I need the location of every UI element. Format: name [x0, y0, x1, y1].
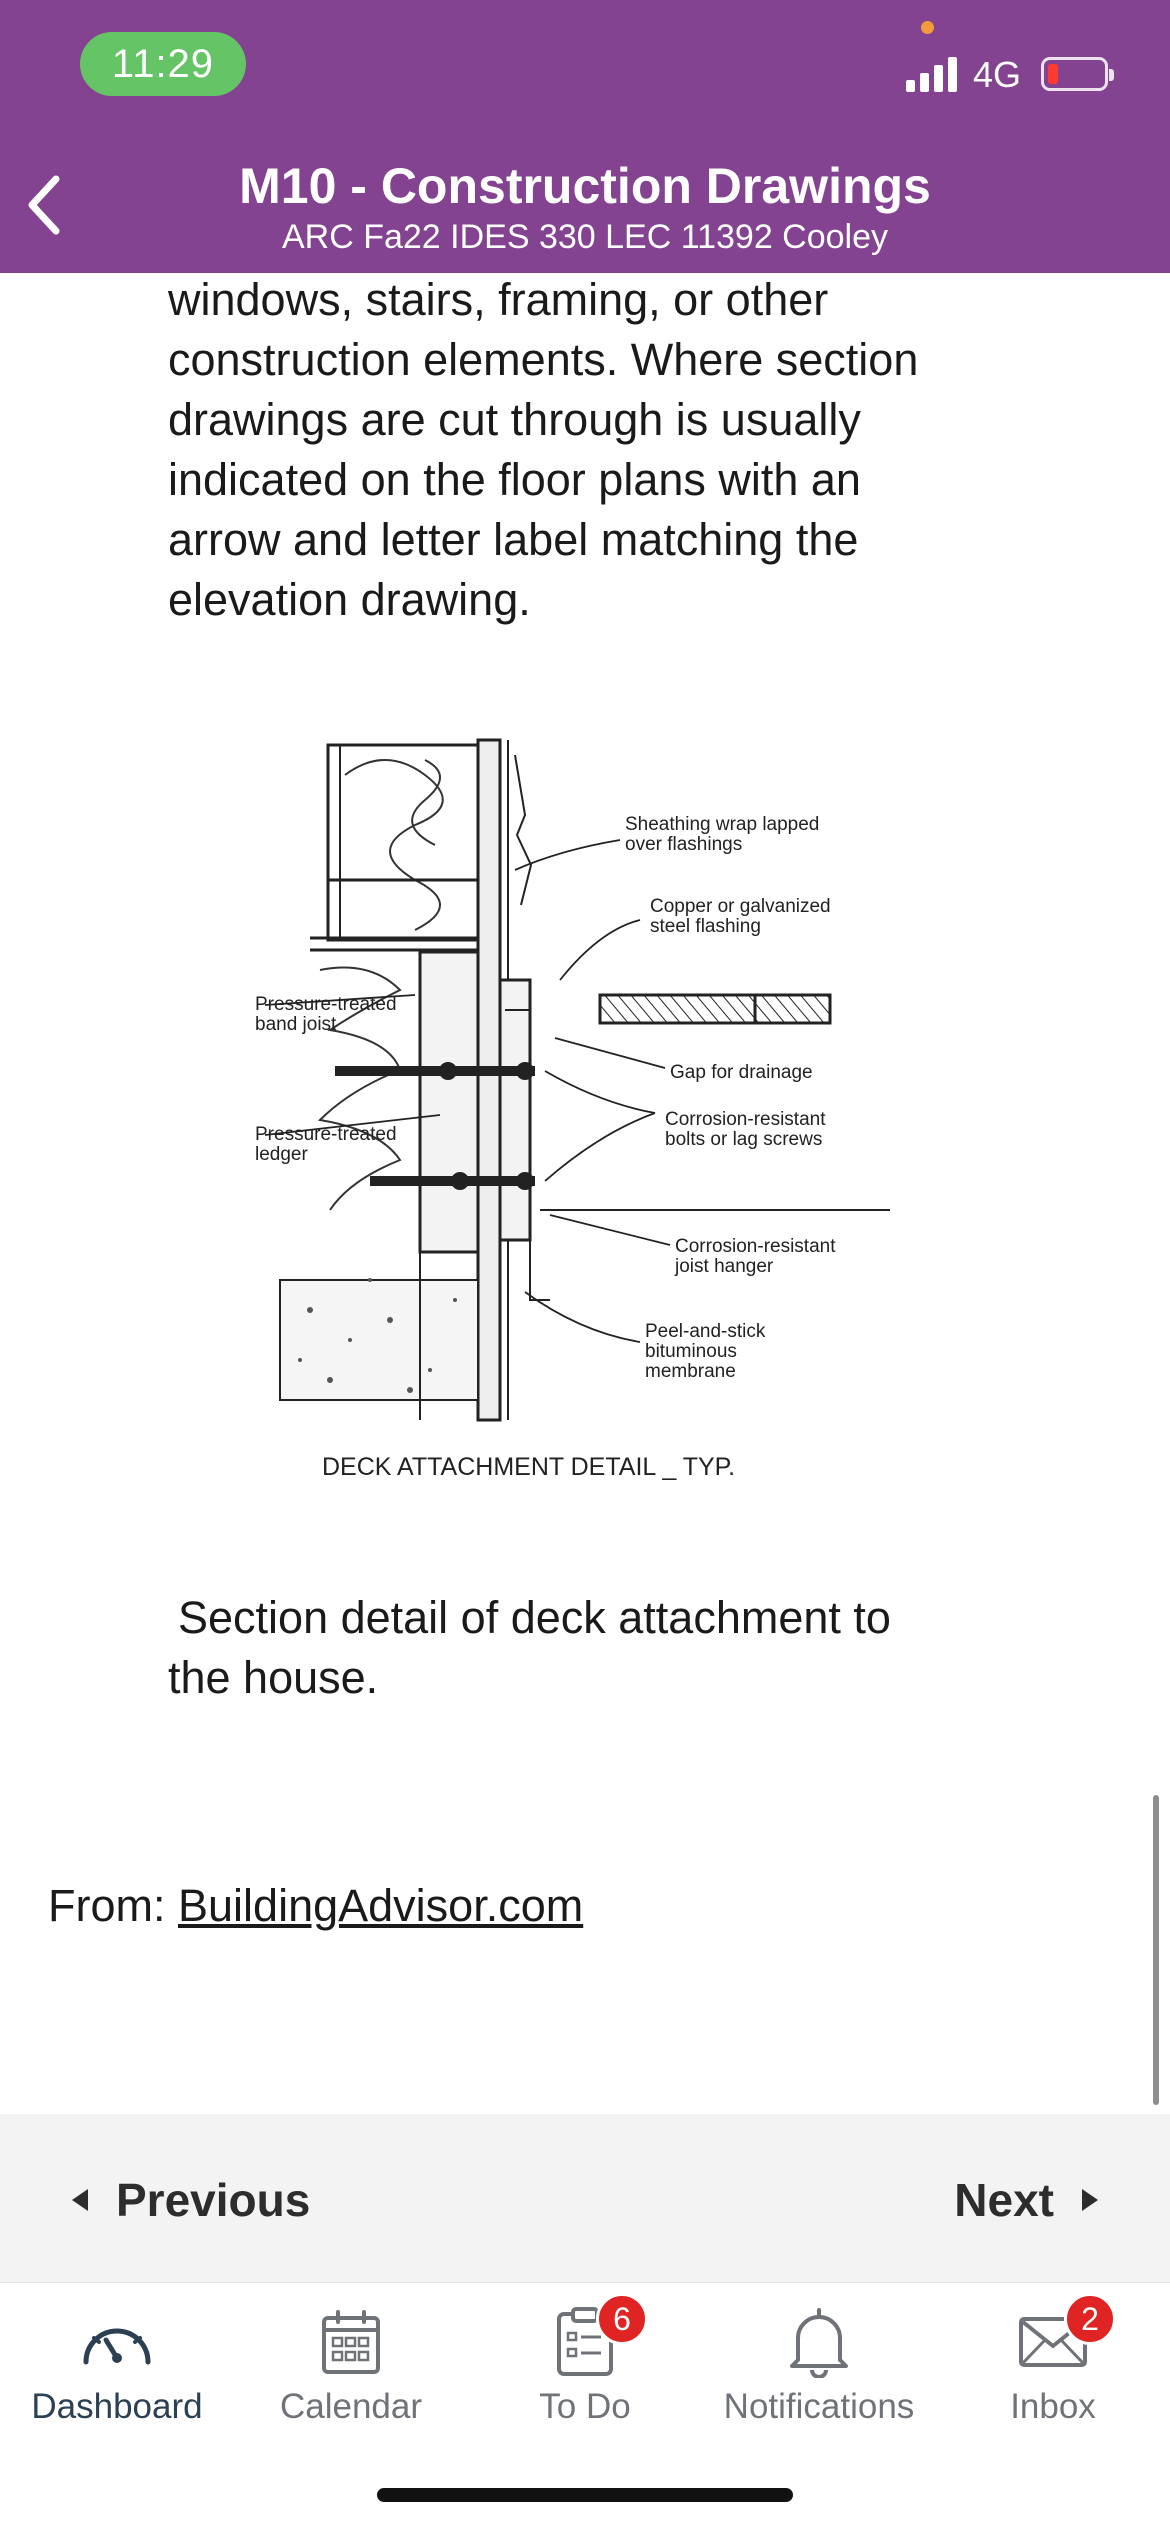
source-prefix: From:	[48, 1880, 166, 1931]
label-membrane: bituminous	[645, 1341, 737, 1362]
cellular-signal-icon	[906, 56, 958, 92]
app-header: 11:29 4G M10 - Construction Drawings ARC…	[0, 0, 1170, 273]
tab-label: Dashboard	[31, 2387, 203, 2426]
envelope-icon: 2	[1016, 2293, 1116, 2379]
dashboard-gauge-icon	[80, 2305, 154, 2379]
text-line: elevation drawing.	[168, 574, 531, 625]
text-line: drawings are cut through is usually	[168, 394, 861, 445]
text-line: Section detail of deck attachment to	[178, 1592, 891, 1643]
battery-icon	[1041, 57, 1114, 91]
caret-right-icon	[1082, 2189, 1098, 2211]
todo-count-badge: 6	[596, 2293, 648, 2345]
tab-label: To Do	[539, 2387, 631, 2426]
label-flashing: Copper or galvanized	[650, 896, 831, 917]
caret-left-icon	[72, 2189, 88, 2211]
label-sheathing: Sheathing wrap lapped	[625, 814, 819, 835]
tab-notifications[interactable]: Notifications	[702, 2283, 936, 2443]
figure-title: DECK ATTACHMENT DETAIL _ TYP.	[322, 1453, 735, 1481]
label-bolts: Corrosion-resistant	[665, 1109, 826, 1130]
previous-label: Previous	[116, 2174, 311, 2226]
tab-inbox[interactable]: 2 Inbox	[936, 2283, 1170, 2443]
label-band-joist: band joist	[255, 1014, 337, 1035]
previous-button[interactable]: Previous	[72, 2170, 310, 2230]
figure-caption: Section detail of deck attachment to the…	[168, 1588, 1028, 1708]
source-link[interactable]: BuildingAdvisor.com	[178, 1880, 584, 1931]
text-line: arrow and letter label matching the	[168, 514, 859, 565]
deck-detail-drawing: Sheathing wrap lapped over flashings Cop…	[255, 738, 890, 1481]
next-button[interactable]: Next	[954, 2170, 1098, 2230]
text-line: construction elements. Where section	[168, 334, 919, 385]
label-membrane: membrane	[645, 1361, 736, 1382]
calendar-icon	[314, 2305, 388, 2379]
text-line: windows, stairs, framing, or other	[168, 274, 829, 325]
page-title: M10 - Construction Drawings	[239, 158, 931, 214]
label-gap: Gap for drainage	[670, 1062, 813, 1083]
label-flashing: steel flashing	[650, 916, 761, 937]
bell-icon	[782, 2305, 856, 2379]
label-ledger: Pressure-treated	[255, 1124, 397, 1145]
next-label: Next	[954, 2174, 1054, 2226]
tab-calendar[interactable]: Calendar	[234, 2283, 468, 2443]
inbox-count-badge: 2	[1064, 2293, 1116, 2345]
label-ledger: ledger	[255, 1144, 308, 1165]
tab-label: Inbox	[1010, 2387, 1096, 2426]
source-attribution: From: BuildingAdvisor.com	[48, 1880, 583, 1932]
label-band-joist: Pressure-treated	[255, 994, 397, 1015]
deck-attachment-figure[interactable]: Sheathing wrap lapped over flashings Cop…	[170, 680, 890, 1560]
module-pager: Previous Next	[0, 2114, 1170, 2282]
label-hanger: joist hanger	[674, 1256, 774, 1277]
intro-paragraph: windows, stairs, framing, or other const…	[168, 270, 1028, 630]
label-bolts: bolts or lag screws	[665, 1129, 822, 1150]
home-indicator[interactable]	[377, 2488, 793, 2502]
back-button[interactable]	[18, 170, 68, 240]
label-membrane: Peel-and-stick	[645, 1321, 766, 1342]
label-hanger: Corrosion-resistant	[675, 1236, 836, 1257]
tab-dashboard[interactable]: Dashboard	[0, 2283, 234, 2443]
chevron-left-icon	[28, 175, 60, 235]
course-subtitle: ARC Fa22 IDES 330 LEC 11392 Cooley	[281, 218, 889, 256]
label-sheathing: over flashings	[625, 834, 742, 855]
privacy-indicator-dot	[921, 21, 934, 34]
tab-label: Calendar	[279, 2387, 423, 2426]
clipboard-icon: 6	[548, 2293, 648, 2379]
tab-label: Notifications	[723, 2387, 915, 2426]
tab-todo[interactable]: 6 To Do	[468, 2283, 702, 2443]
network-type: 4G	[973, 54, 1022, 95]
text-line: indicated on the floor plans with an	[168, 454, 861, 505]
text-line: the house.	[168, 1652, 379, 1703]
status-time: 11:29	[80, 32, 246, 96]
scrollbar-thumb[interactable]	[1153, 1795, 1159, 2105]
